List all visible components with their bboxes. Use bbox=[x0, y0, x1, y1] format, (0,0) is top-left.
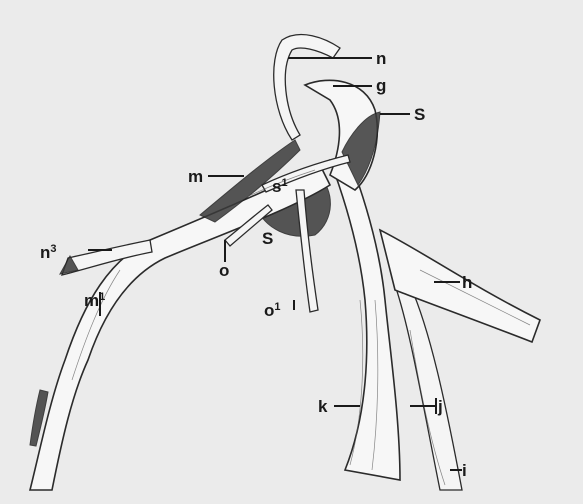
label-o1-sup: 1 bbox=[274, 301, 280, 313]
label-m: m bbox=[188, 167, 203, 186]
label-n3-sup: 3 bbox=[50, 243, 56, 255]
label-g: g bbox=[376, 76, 386, 95]
label-k: k bbox=[318, 397, 328, 416]
label-h: h bbox=[462, 273, 472, 292]
label-n3: n3 bbox=[40, 243, 57, 262]
label-i: i bbox=[462, 461, 467, 480]
branch-h bbox=[380, 230, 540, 342]
label-o1-base: o bbox=[264, 301, 274, 320]
label-S-top: S bbox=[414, 105, 425, 124]
label-j: j bbox=[437, 397, 443, 416]
trunk-k bbox=[330, 160, 400, 480]
label-m1-base: m bbox=[84, 291, 99, 310]
label-n3-base: n bbox=[40, 243, 50, 262]
label-m1-sup: 1 bbox=[99, 291, 105, 303]
label-s1-base: s bbox=[272, 177, 281, 196]
label-o1: o1 bbox=[264, 301, 281, 320]
branch-j-i bbox=[395, 285, 462, 490]
label-o: o bbox=[219, 261, 229, 280]
label-S-mid: S bbox=[262, 229, 273, 248]
label-n: n bbox=[376, 49, 386, 68]
label-s1-sup: 1 bbox=[281, 177, 287, 189]
